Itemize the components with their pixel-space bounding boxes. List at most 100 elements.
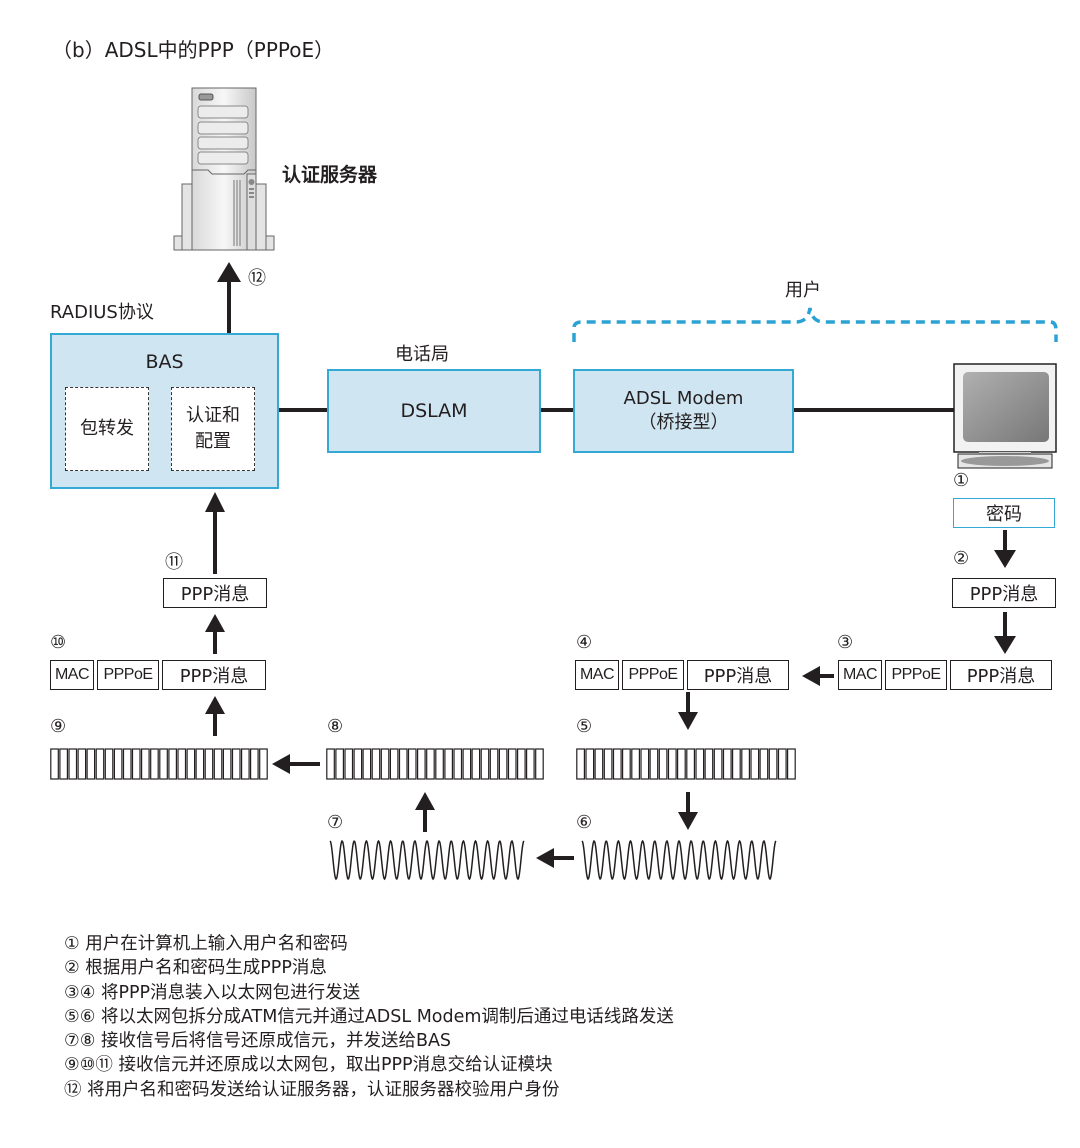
arrow-up-icon xyxy=(205,492,225,574)
step-8-marker: ⑧ xyxy=(327,716,344,737)
atm-cell xyxy=(195,748,205,780)
atm-cell xyxy=(389,748,399,780)
atm-cell xyxy=(676,748,686,780)
atm-cell xyxy=(713,748,723,780)
atm-cell xyxy=(526,748,535,780)
computer-monitor-icon xyxy=(953,363,1057,469)
atm-cell xyxy=(250,748,259,780)
atm-cell xyxy=(204,748,214,780)
ethernet-frame-step10: MAC PPPoE PPP消息 xyxy=(50,660,266,690)
atm-cell xyxy=(186,748,196,780)
adsl-modem-box: ADSL Modem （桥接型） xyxy=(573,369,794,453)
atm-cell xyxy=(612,748,622,780)
password-label: 密码 xyxy=(986,504,1022,525)
atm-cell xyxy=(787,748,796,780)
step-9-marker: ⑨ xyxy=(50,716,67,737)
atm-cell xyxy=(435,748,444,780)
atm-cell xyxy=(489,748,499,780)
arrow-left-icon xyxy=(802,666,834,686)
arrow-left-icon xyxy=(272,754,320,774)
atm-cell xyxy=(750,748,760,780)
arrow-up-icon xyxy=(217,262,241,334)
legend-item: ⑨⑩⑪ 接收信元并还原成以太网包，取出PPP消息交给认证模块 xyxy=(64,1055,553,1076)
pppoe-header: PPPoE xyxy=(622,660,684,690)
ppp-message-box-step2: PPP消息 xyxy=(952,578,1056,608)
step-12-marker: ⑫ xyxy=(248,268,266,289)
atm-cell xyxy=(585,748,595,780)
atm-cell xyxy=(768,748,778,780)
auth-config-label-line2: 配置 xyxy=(195,431,231,452)
ppp-payload: PPP消息 xyxy=(950,660,1052,690)
atm-cell xyxy=(658,748,668,780)
signal-waveform xyxy=(329,839,525,881)
link-bas-dslam xyxy=(279,408,327,412)
arrow-down-icon xyxy=(678,692,698,730)
atm-cell xyxy=(759,748,769,780)
arrow-left-icon xyxy=(536,848,574,868)
atm-cell xyxy=(686,748,696,780)
password-box: 密码 xyxy=(953,498,1055,528)
step-5-marker: ⑤ xyxy=(576,716,593,737)
user-bracket xyxy=(572,307,1058,342)
arrow-down-icon xyxy=(678,792,698,830)
radius-protocol-label: RADIUS协议 xyxy=(50,302,154,323)
atm-cell xyxy=(241,748,250,780)
atm-cell xyxy=(603,748,613,780)
arrow-down-icon xyxy=(994,612,1016,654)
auth-config-label-line1: 认证和 xyxy=(186,405,240,426)
atm-cell xyxy=(507,748,517,780)
atm-cell xyxy=(362,748,372,780)
atm-cell xyxy=(462,748,472,780)
legend-item: ② 根据用户名和密码生成PPP消息 xyxy=(64,958,327,979)
auth-config-module: 认证和 配置 xyxy=(171,387,255,471)
step-6-marker: ⑥ xyxy=(576,812,593,833)
ppp-payload: PPP消息 xyxy=(687,660,789,690)
pppoe-header: PPPoE xyxy=(97,660,159,690)
atm-cell xyxy=(741,748,751,780)
modulated-signal-step6 xyxy=(581,839,777,881)
ppp-message-label: PPP消息 xyxy=(969,584,1039,605)
atm-cell xyxy=(159,748,168,780)
atm-cell xyxy=(535,748,544,780)
atm-cell xyxy=(131,748,141,780)
atm-cell xyxy=(471,748,481,780)
mac-header: MAC xyxy=(575,660,619,690)
bas-box: BAS 包转发 认证和 配置 xyxy=(50,333,279,489)
legend-item: ⑤⑥ 将以太网包拆分成ATM信元并通过ADSL Modem调制后通过电话线路发送 xyxy=(64,1006,674,1027)
legend-item: ⑦⑧ 接收信号后将信号还原成信元，并发送给BAS xyxy=(64,1031,452,1052)
ethernet-frame-step3: MAC PPPoE PPP消息 xyxy=(838,660,1052,690)
atm-cell xyxy=(213,748,223,780)
user-label: 用户 xyxy=(785,280,821,301)
atm-cell xyxy=(150,748,159,780)
atm-cell xyxy=(122,748,132,780)
arrow-up-icon xyxy=(415,792,435,832)
atm-cell xyxy=(480,748,490,780)
legend-item: ③④ 将PPP消息装入以太网包进行发送 xyxy=(64,982,361,1003)
legend-item: ⑫ 将用户名和密码发送给认证服务器，认证服务器校验用户身份 xyxy=(64,1079,560,1100)
atm-cell xyxy=(453,748,463,780)
arrow-up-icon xyxy=(205,614,225,654)
atm-cell xyxy=(86,748,96,780)
step-legend: ① 用户在计算机上输入用户名和密码 ② 根据用户名和密码生成PPP消息 ③④ 将… xyxy=(64,932,674,1102)
legend-item: ① 用户在计算机上输入用户名和密码 xyxy=(64,934,348,954)
atm-cell xyxy=(104,748,114,780)
step-11-marker: ⑪ xyxy=(165,552,183,573)
atm-cell xyxy=(398,748,408,780)
link-dslam-modem xyxy=(541,408,575,412)
atm-cell xyxy=(667,748,677,780)
step-7-marker: ⑦ xyxy=(327,812,344,833)
telecom-office-label: 电话局 xyxy=(395,344,449,365)
step-3-marker: ③ xyxy=(837,632,854,653)
atm-cell xyxy=(59,748,68,780)
atm-cell xyxy=(113,748,123,780)
atm-cell xyxy=(344,748,354,780)
atm-cell xyxy=(335,748,344,780)
atm-cell xyxy=(231,748,241,780)
atm-cell xyxy=(259,748,268,780)
atm-cell xyxy=(777,748,787,780)
atm-cell xyxy=(68,748,78,780)
atm-cell xyxy=(426,748,435,780)
pppoe-header: PPPoE xyxy=(885,660,947,690)
atm-cell xyxy=(50,748,59,780)
atm-cells-step5 xyxy=(576,748,796,780)
